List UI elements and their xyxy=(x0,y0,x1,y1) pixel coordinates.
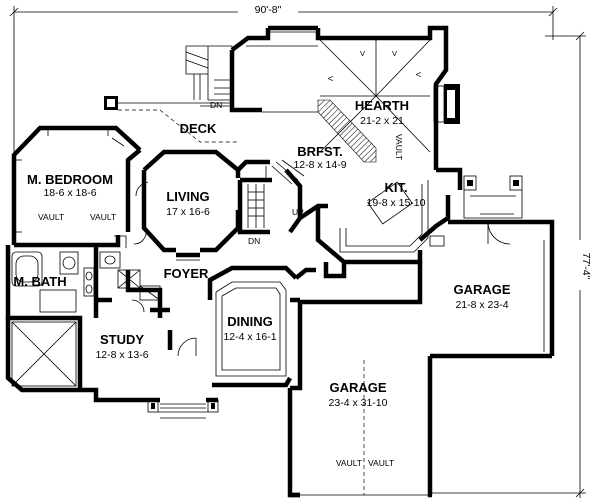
v-mark: V xyxy=(360,49,365,58)
m-bath-label: M. BATH xyxy=(13,274,66,289)
study-label: STUDY xyxy=(100,332,144,347)
overall-width-dimension: 90'-8" xyxy=(9,2,558,245)
stair-dn-label: DN xyxy=(248,236,260,246)
interior-stair xyxy=(247,159,305,228)
v-mark: V xyxy=(414,72,423,77)
brfst-label: BRFST. xyxy=(297,144,343,159)
brfst-size: 12-8 x 14-9 xyxy=(293,159,346,171)
study-size: 12-8 x 13-6 xyxy=(95,349,148,361)
garage-small-size: 21-8 x 23-4 xyxy=(455,299,508,311)
hearth-size: 21-2 x 21 xyxy=(360,115,404,127)
living-label: LIVING xyxy=(166,189,209,204)
m-bedroom-vault-right: VAULT xyxy=(90,212,116,222)
m-bedroom-vault-left: VAULT xyxy=(38,212,64,222)
bath-fixtures xyxy=(11,251,121,387)
garage-large-size: 23-4 x 31-10 xyxy=(329,397,388,409)
beam-markers: V V V V xyxy=(326,49,423,81)
hearth-label: HEARTH xyxy=(355,98,409,113)
garage-small-label: GARAGE xyxy=(453,282,510,297)
m-bedroom-size: 18-6 x 18-6 xyxy=(43,187,96,199)
deck-label: DECK xyxy=(180,121,217,136)
v-mark: V xyxy=(392,49,397,58)
bedroom-details xyxy=(14,128,149,248)
deck-dn-label: DN xyxy=(210,100,222,110)
room-labels: HEARTH 21-2 x 21 VAULT BRFST. 12-8 x 14-… xyxy=(13,98,510,468)
front-porch xyxy=(117,269,219,419)
kit-label: KIT. xyxy=(384,180,407,195)
v-mark: V xyxy=(326,76,335,81)
garage-large-label: GARAGE xyxy=(329,380,386,395)
kit-size: 19-8 x 15-10 xyxy=(367,197,426,209)
garage-vault-left: VAULT xyxy=(336,458,362,468)
overall-depth-label: 77'-4" xyxy=(580,253,592,280)
dining-size: 12-4 x 16-1 xyxy=(223,331,276,343)
m-bedroom-label: M. BEDROOM xyxy=(27,172,113,187)
garage-walls xyxy=(287,175,555,498)
stair-up-label: UP xyxy=(292,207,304,217)
deck-stairs xyxy=(185,45,233,101)
hearth-vault: VAULT xyxy=(394,134,404,160)
foyer-label: FOYER xyxy=(164,266,209,281)
dining-label: DINING xyxy=(227,314,273,329)
main-walls xyxy=(5,107,463,409)
living-size: 17 x 16-6 xyxy=(166,206,210,218)
garage-vault-right: VAULT xyxy=(368,458,394,468)
overall-width-label: 90'-8" xyxy=(255,4,282,16)
hearth-walls xyxy=(229,25,460,170)
overall-depth-dimension: 77'-4" xyxy=(430,31,592,498)
